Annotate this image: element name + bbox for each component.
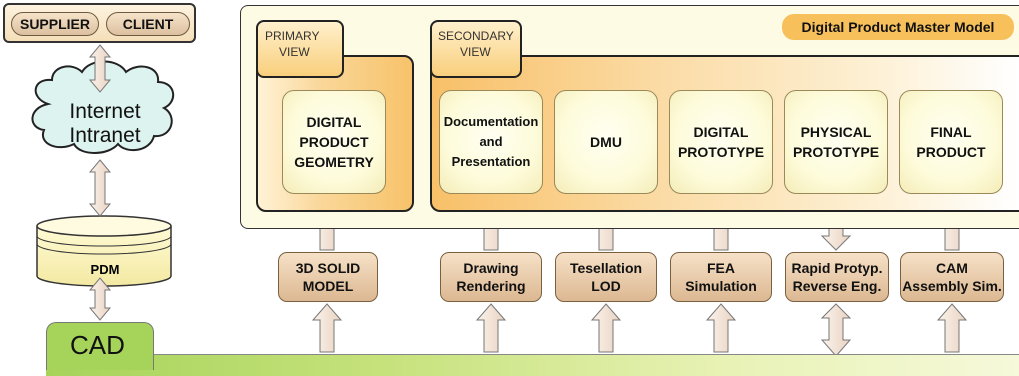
process-tesellation-lod: Tesellation LOD [555, 252, 657, 302]
secondary-tab-line2: VIEW [460, 45, 491, 59]
internet-cloud [31, 60, 174, 154]
process-line: CAM [936, 260, 968, 276]
network-line-internet: Internet [69, 100, 141, 123]
process-line: MODEL [302, 278, 354, 294]
cad-tab [46, 322, 154, 370]
box-line: DMU [590, 134, 622, 150]
pdm-label: PDM [90, 262, 120, 277]
final-product-box: FINAL PRODUCT [899, 90, 1003, 194]
geometry-line: PRODUCT [299, 134, 369, 150]
geometry-line: GEOMETRY [294, 154, 374, 170]
process-line: Rendering [456, 278, 526, 294]
process-cam-assembly: CAM Assembly Sim. [900, 252, 1004, 302]
box-line: PROTOTYPE [792, 144, 880, 160]
cad-bar [46, 355, 1019, 376]
box-line: PHYSICAL [800, 124, 872, 140]
network-line-intranet: Intranet [69, 124, 141, 147]
process-line: LOD [591, 278, 621, 294]
cad-divider [154, 354, 1019, 355]
primary-tab-line2: VIEW [279, 45, 310, 59]
master-model-title: Digital Product Master Model [782, 14, 1014, 40]
box-line: Documentation [443, 114, 539, 129]
process-line: Rapid Protyp. [791, 260, 883, 276]
digital-prototype-box: DIGITAL PROTOTYPE [669, 90, 773, 194]
process-fea-simulation: FEA Simulation [670, 252, 772, 302]
process-line: Drawing [463, 260, 519, 276]
dmu-box: DMU [554, 90, 658, 194]
lower-arrows [311, 303, 968, 357]
box-line: PROTOTYPE [677, 144, 765, 160]
left-double-arrows [88, 44, 112, 321]
digital-product-geometry-box: DIGITAL PRODUCT GEOMETRY [282, 90, 386, 194]
primary-view-tab: PRIMARY VIEW [256, 20, 344, 78]
process-3d-solid-model: 3D SOLID MODEL [278, 252, 378, 302]
pdm-database [36, 215, 172, 287]
network-label: Internet Intranet [40, 100, 170, 148]
process-rapid-prototyping: Rapid Protyp. Reverse Eng. [785, 252, 889, 302]
client-pill: CLIENT [106, 12, 190, 36]
documentation-presentation-box: Documentation and Presentation [439, 90, 543, 194]
physical-prototype-box: PHYSICAL PROTOTYPE [784, 90, 888, 194]
process-line: Reverse Eng. [792, 278, 882, 294]
process-line: 3D SOLID [295, 260, 361, 276]
process-line: FEA [707, 260, 735, 276]
secondary-tab-line1: SECONDARY [438, 29, 514, 43]
box-line: FINAL [930, 124, 972, 140]
box-line: Presentation [451, 154, 531, 169]
process-line: Tesellation [569, 260, 643, 276]
process-line: Assembly Sim. [902, 278, 1002, 294]
box-line: DIGITAL [693, 124, 749, 140]
secondary-view-tab: SECONDARY VIEW [430, 20, 522, 78]
process-line: Simulation [685, 278, 757, 294]
box-line: and [479, 134, 503, 149]
process-drawing-rendering: Drawing Rendering [440, 252, 542, 302]
box-line: PRODUCT [916, 144, 986, 160]
geometry-line: DIGITAL [306, 114, 362, 130]
primary-tab-line1: PRIMARY [265, 29, 320, 43]
cad-label: CAD [70, 330, 125, 360]
supplier-pill: SUPPLIER [11, 12, 99, 36]
